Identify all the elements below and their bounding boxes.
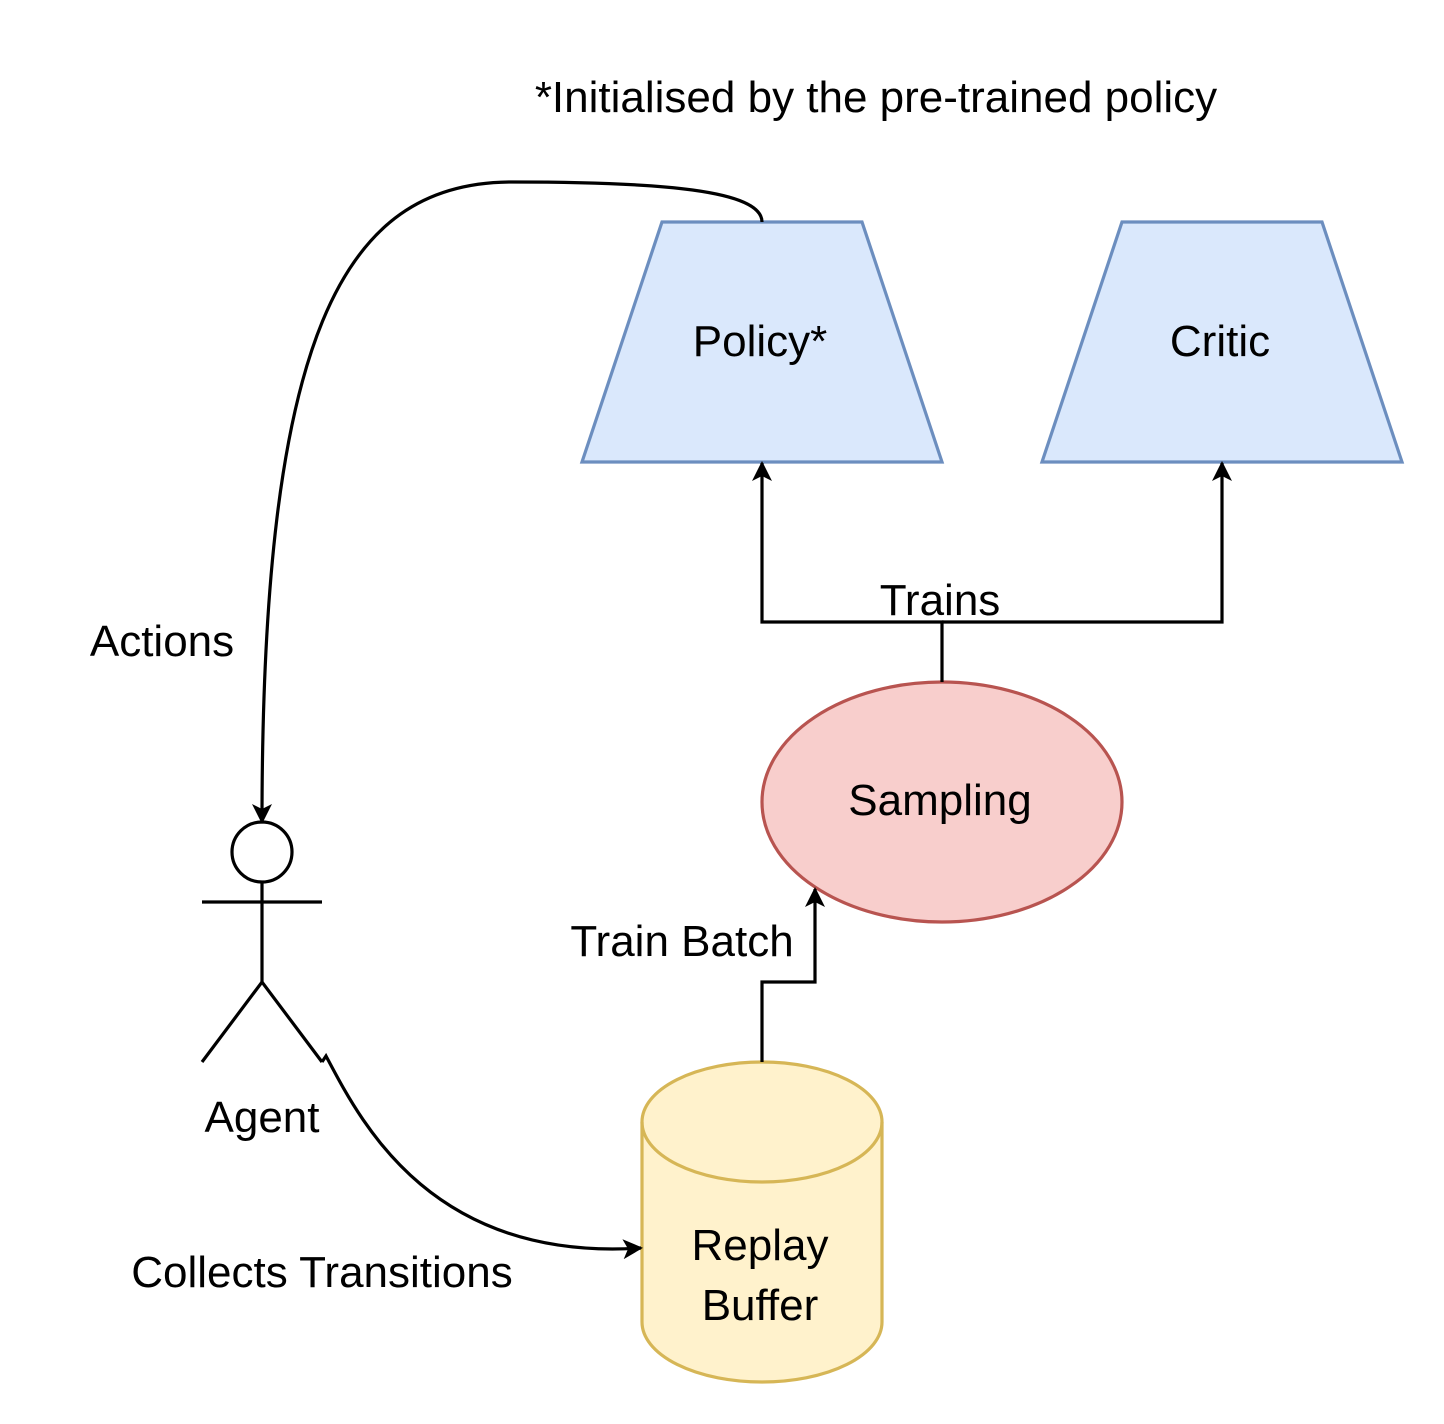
train-batch-label: Train Batch — [570, 917, 793, 966]
agent-legs — [200, 979, 324, 1063]
agent-label: Agent — [205, 1093, 320, 1142]
trains-edge-to-critic — [942, 461, 1232, 624]
trains-edge-to-policy — [752, 461, 944, 682]
trains-label: Trains — [880, 576, 1001, 625]
collects-transitions-label: Collects Transitions — [131, 1248, 512, 1297]
sampling-node: Sampling — [760, 680, 1124, 924]
agent-node: Agent — [200, 820, 324, 1142]
replay-buffer-label-line1: Replay — [692, 1221, 829, 1270]
train-batch-edge — [760, 887, 825, 1062]
sampling-label: Sampling — [848, 776, 1031, 825]
actions-edge — [252, 180, 764, 824]
critic-label: Critic — [1170, 317, 1270, 366]
actions-edge-label: Actions — [90, 617, 234, 666]
policy-node: Policy* — [579, 220, 945, 464]
critic-trapezoid — [1039, 220, 1405, 464]
policy-label: Policy* — [693, 317, 828, 366]
diagram-note: *Initialised by the pre-trained policy — [535, 73, 1217, 122]
replay-buffer-label-line2: Buffer — [702, 1281, 819, 1330]
replay-buffer-node: Replay Buffer — [640, 1060, 884, 1384]
replay-buffer-body — [640, 1060, 884, 1384]
policy-trapezoid — [579, 220, 945, 464]
critic-node: Critic — [1039, 220, 1405, 464]
replay-buffer-rim — [640, 1121, 884, 1184]
agent-head — [230, 820, 294, 884]
collects-transitions-edge — [320, 1052, 643, 1260]
